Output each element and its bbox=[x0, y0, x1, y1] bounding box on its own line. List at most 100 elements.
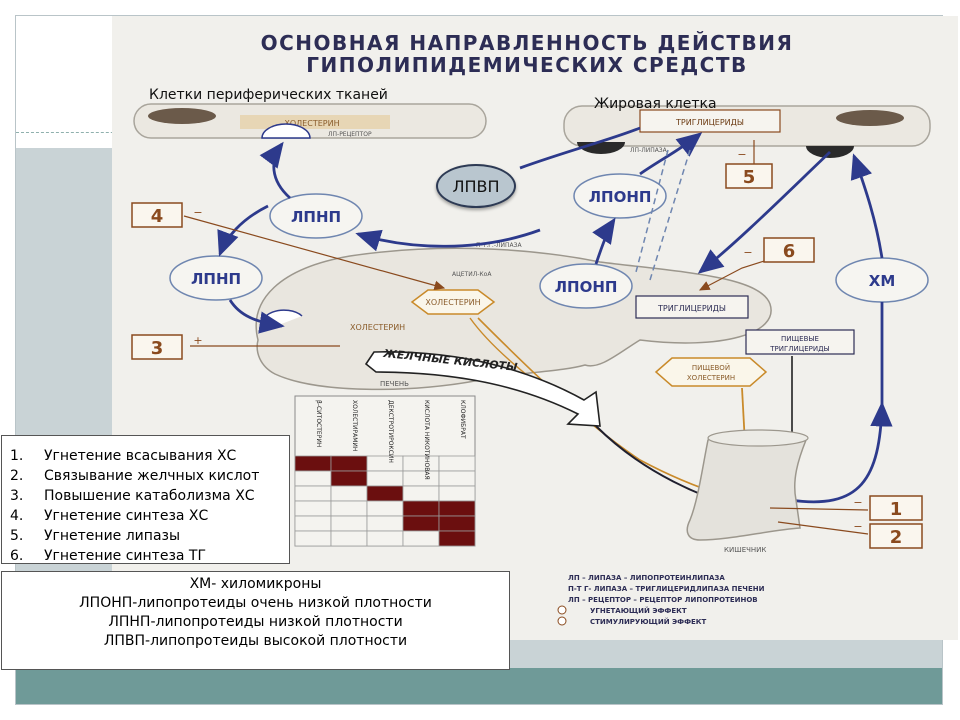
food-triglycerides-box bbox=[745, 329, 855, 355]
ldl-label-upper: ЛПНП bbox=[291, 208, 341, 226]
matrix-cell bbox=[402, 470, 440, 487]
chylomicron-label: ХМ bbox=[869, 272, 896, 290]
legend-line-4: УГНЕТАЮЩИЙ ЭФФЕКТ bbox=[590, 606, 687, 615]
food-cholesterol-label-2: ХОЛЕСТЕРИН bbox=[687, 374, 735, 382]
vldl-circle-lower bbox=[539, 263, 633, 309]
peripheral-receptor bbox=[261, 123, 311, 139]
diagram-title-line1: ОСНОВНАЯ НАПРАВЛЕННОСТЬ ДЕЙСТВИЯ bbox=[261, 31, 794, 55]
fat-cell-triglycerides-label: ТРИГЛИЦЕРИДЫ bbox=[675, 118, 744, 127]
effect-text: Угнетение всасывания ХС bbox=[44, 448, 237, 464]
fat-cell-nucleus bbox=[836, 110, 904, 126]
number-5: 5 bbox=[743, 167, 756, 188]
matrix-cell bbox=[438, 485, 476, 502]
liver-cholesterol-label-2: ХОЛЕСТЕРИН bbox=[350, 323, 405, 332]
effect-text: Угнетение липазы bbox=[44, 528, 181, 544]
matrix-cell bbox=[438, 470, 476, 487]
matrix-cell bbox=[330, 500, 368, 517]
fat-cell-lipase-label: ЛП-ЛИПАЗА bbox=[630, 147, 668, 154]
definitions-box: ХМ- хиломикроны ЛПОНП-липопротеиды очень… bbox=[1, 571, 510, 670]
arrow-chylomicron-to-fat bbox=[850, 153, 884, 259]
fat-cell-triglycerides-box bbox=[639, 109, 781, 133]
peripheral-nucleus bbox=[148, 108, 216, 124]
matrix-cell bbox=[330, 530, 368, 547]
vldl-label-upper: ЛПОНП bbox=[589, 188, 652, 206]
definition-line: ЛПОНП-липопротеиды очень низкой плотност… bbox=[79, 595, 432, 611]
peripheral-receptor-label: ЛП-РЕЦЕПТОР bbox=[328, 131, 372, 138]
effect-number: 4. bbox=[10, 508, 24, 524]
hdl-ellipse: ЛПВП bbox=[436, 164, 516, 208]
ldl-label-lower: ЛПНП bbox=[191, 270, 241, 288]
liver-cholesterol-hexagon bbox=[410, 289, 496, 315]
matrix-cell bbox=[366, 455, 404, 472]
matrix-cell bbox=[294, 470, 332, 487]
diagram-title-line2: ГИПОЛИПИДЕМИЧЕСКИХ СРЕДСТВ bbox=[306, 53, 748, 77]
effect-text: Угнетение синтеза ТГ bbox=[44, 548, 207, 564]
liver-triglycerides-label: ТРИГЛИЦЕРИДЫ bbox=[657, 304, 726, 313]
vldl-label-lower: ЛПОНП bbox=[555, 278, 618, 296]
intestine-label: КИШЕЧНИК bbox=[724, 546, 766, 554]
effects-list-item: 6. Угнетение синтеза ТГ bbox=[10, 546, 289, 566]
acetyl-coa-label: АЦЕТИЛ-КоА bbox=[452, 271, 492, 278]
arrow-intestine-to-chylomicron bbox=[789, 401, 893, 504]
matrix-cell bbox=[294, 485, 332, 502]
effect-text: Связывание желчных кислот bbox=[44, 468, 260, 484]
ptg-lipase-label: П-Т.Г.-ЛИПАЗА bbox=[476, 242, 522, 249]
inhibition-line-1 bbox=[769, 507, 869, 511]
number-6: 6 bbox=[783, 241, 796, 262]
arrow-fat-to-liver bbox=[697, 150, 831, 274]
food-triglycerides-label-2: ТРИГЛИЦЕРИДЫ bbox=[769, 345, 829, 353]
matrix-cell bbox=[402, 515, 440, 532]
effects-list-item: 1. Угнетение всасывания ХС bbox=[10, 446, 289, 466]
number-box-4 bbox=[131, 202, 183, 228]
effects-list-box: 1. Угнетение всасывания ХС 2. Связывание ж… bbox=[1, 435, 290, 564]
fat-cell-label: Жировая клетка bbox=[594, 96, 717, 112]
arrow-ldl-to-liver bbox=[228, 299, 285, 334]
matrix-cell bbox=[438, 500, 476, 517]
inhibition-line-4 bbox=[183, 215, 446, 291]
matrix-cell bbox=[402, 455, 440, 472]
matrix-drug-5: КЛОФИБРАТ bbox=[459, 400, 466, 439]
effect-number: 2. bbox=[10, 468, 24, 484]
matrix-cell bbox=[330, 455, 368, 472]
intestine-opening bbox=[707, 429, 809, 447]
abbreviation-legend: ЛП – ЛИПАЗА – ЛИПОПРОТЕИНЛИПАЗА П-Т Г- Л… bbox=[557, 574, 765, 626]
effect-number: 1. bbox=[10, 448, 24, 464]
effect-number: 6. bbox=[10, 548, 24, 564]
matrix-cell bbox=[330, 515, 368, 532]
effect-number: 5. bbox=[10, 528, 24, 544]
effects-list-item: 4. Угнетение синтеза ХС bbox=[10, 506, 289, 526]
matrix-cell bbox=[366, 500, 404, 517]
number-box-3 bbox=[131, 334, 183, 360]
peripheral-cells-label: Клетки периферических тканей bbox=[149, 87, 388, 103]
food-cholesterol-label-1: ПИЩЕВОЙ bbox=[692, 363, 730, 372]
legend-line-2: П-Т Г- ЛИПАЗА – ТРИГЛИЦЕРИДЛИПАЗА ПЕЧЕНИ bbox=[568, 585, 765, 593]
effect-text: Угнетение синтеза ХС bbox=[44, 508, 209, 524]
matrix-cell bbox=[366, 515, 404, 532]
effects-list: 1. Угнетение всасывания ХС 2. Связывание ж… bbox=[10, 446, 289, 566]
bile-acids-arrow bbox=[364, 351, 601, 427]
effect-number: 3. bbox=[10, 488, 24, 504]
definition-line: ЛПНП-липопротеиды низкой плотности bbox=[108, 614, 403, 630]
matrix-cell bbox=[330, 485, 368, 502]
matrix-cells bbox=[294, 455, 476, 547]
matrix-cell bbox=[438, 515, 476, 532]
minus-sign-1: − bbox=[853, 496, 862, 509]
stimulating-symbol bbox=[557, 616, 567, 626]
ldl-circle-lower bbox=[169, 255, 263, 301]
matrix-cell bbox=[402, 500, 440, 517]
liver-cholesterol-label: ХОЛЕСТЕРИН bbox=[425, 298, 480, 307]
arrow-vldl-to-ldl bbox=[355, 228, 541, 252]
legend-line-1: ЛП – ЛИПАЗА – ЛИПОПРОТЕИНЛИПАЗА bbox=[568, 574, 725, 582]
matrix-drug-4: КИСЛОТА НИКОТИНОВАЯ bbox=[423, 400, 430, 480]
liver-label: ПЕЧЕНЬ bbox=[380, 380, 409, 388]
minus-sign-2: − bbox=[853, 520, 862, 533]
definition-line: ХМ- хиломикроны bbox=[189, 576, 322, 592]
matrix-drug-1: β-СИТОСТЕРИН bbox=[315, 400, 322, 447]
number-2: 2 bbox=[890, 527, 903, 548]
effects-list-item: 2. Связывание желчных кислот bbox=[10, 466, 289, 486]
bottom-band bbox=[16, 668, 942, 704]
effect-text: Повышение катаболизма ХС bbox=[44, 488, 255, 504]
ldl-circle-upper bbox=[269, 193, 363, 239]
number-box-2 bbox=[869, 523, 923, 549]
